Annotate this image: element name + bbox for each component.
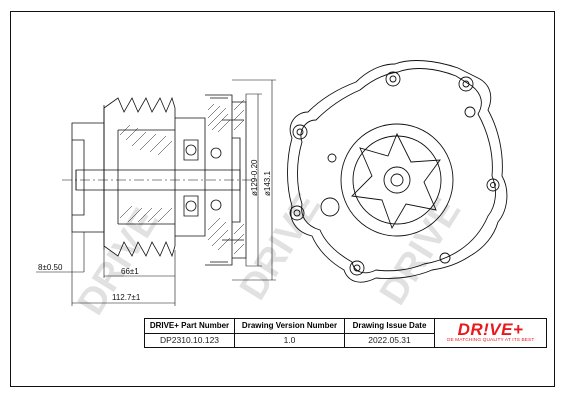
- version-cell: Drawing Version Number 1.0: [235, 319, 345, 347]
- front-view: [287, 60, 508, 283]
- drawing-frame: [10, 11, 555, 387]
- issue-date-label: Drawing Issue Date: [345, 319, 434, 334]
- brand-tagline: OE MATCHING QUALITY AT ITS BEST: [446, 338, 535, 343]
- dimension-offset: 8±0.50: [38, 263, 63, 272]
- part-number-cell: DRIVE+ Part Number DP2310.10.123: [145, 319, 235, 347]
- version-value: 1.0: [283, 335, 296, 345]
- version-label: Drawing Version Number: [235, 319, 344, 334]
- part-number-label: DRIVE+ Part Number: [145, 319, 234, 334]
- brand-logo: DR!VE+ OE MATCHING QUALITY AT ITS BEST: [435, 319, 546, 347]
- dimension-hub-length: 66±1: [121, 267, 139, 276]
- issue-date-cell: Drawing Issue Date 2022.05.31: [345, 319, 435, 347]
- issue-date-value: 2022.05.31: [368, 335, 411, 345]
- brand-logo-text: DR!VE+: [457, 320, 524, 339]
- section-hatching: [119, 99, 245, 255]
- dimension-diameter-inner: ø129-0.20: [250, 159, 259, 196]
- side-view-section: [71, 94, 247, 266]
- dimension-diameter-outer: ø143.1: [263, 171, 272, 196]
- dimension-lines: [36, 79, 276, 306]
- title-block: DRIVE+ Part Number DP2310.10.123 Drawing…: [144, 318, 547, 348]
- part-number-value: DP2310.10.123: [159, 335, 220, 345]
- dimension-overall-length: 112.7±1: [112, 293, 141, 302]
